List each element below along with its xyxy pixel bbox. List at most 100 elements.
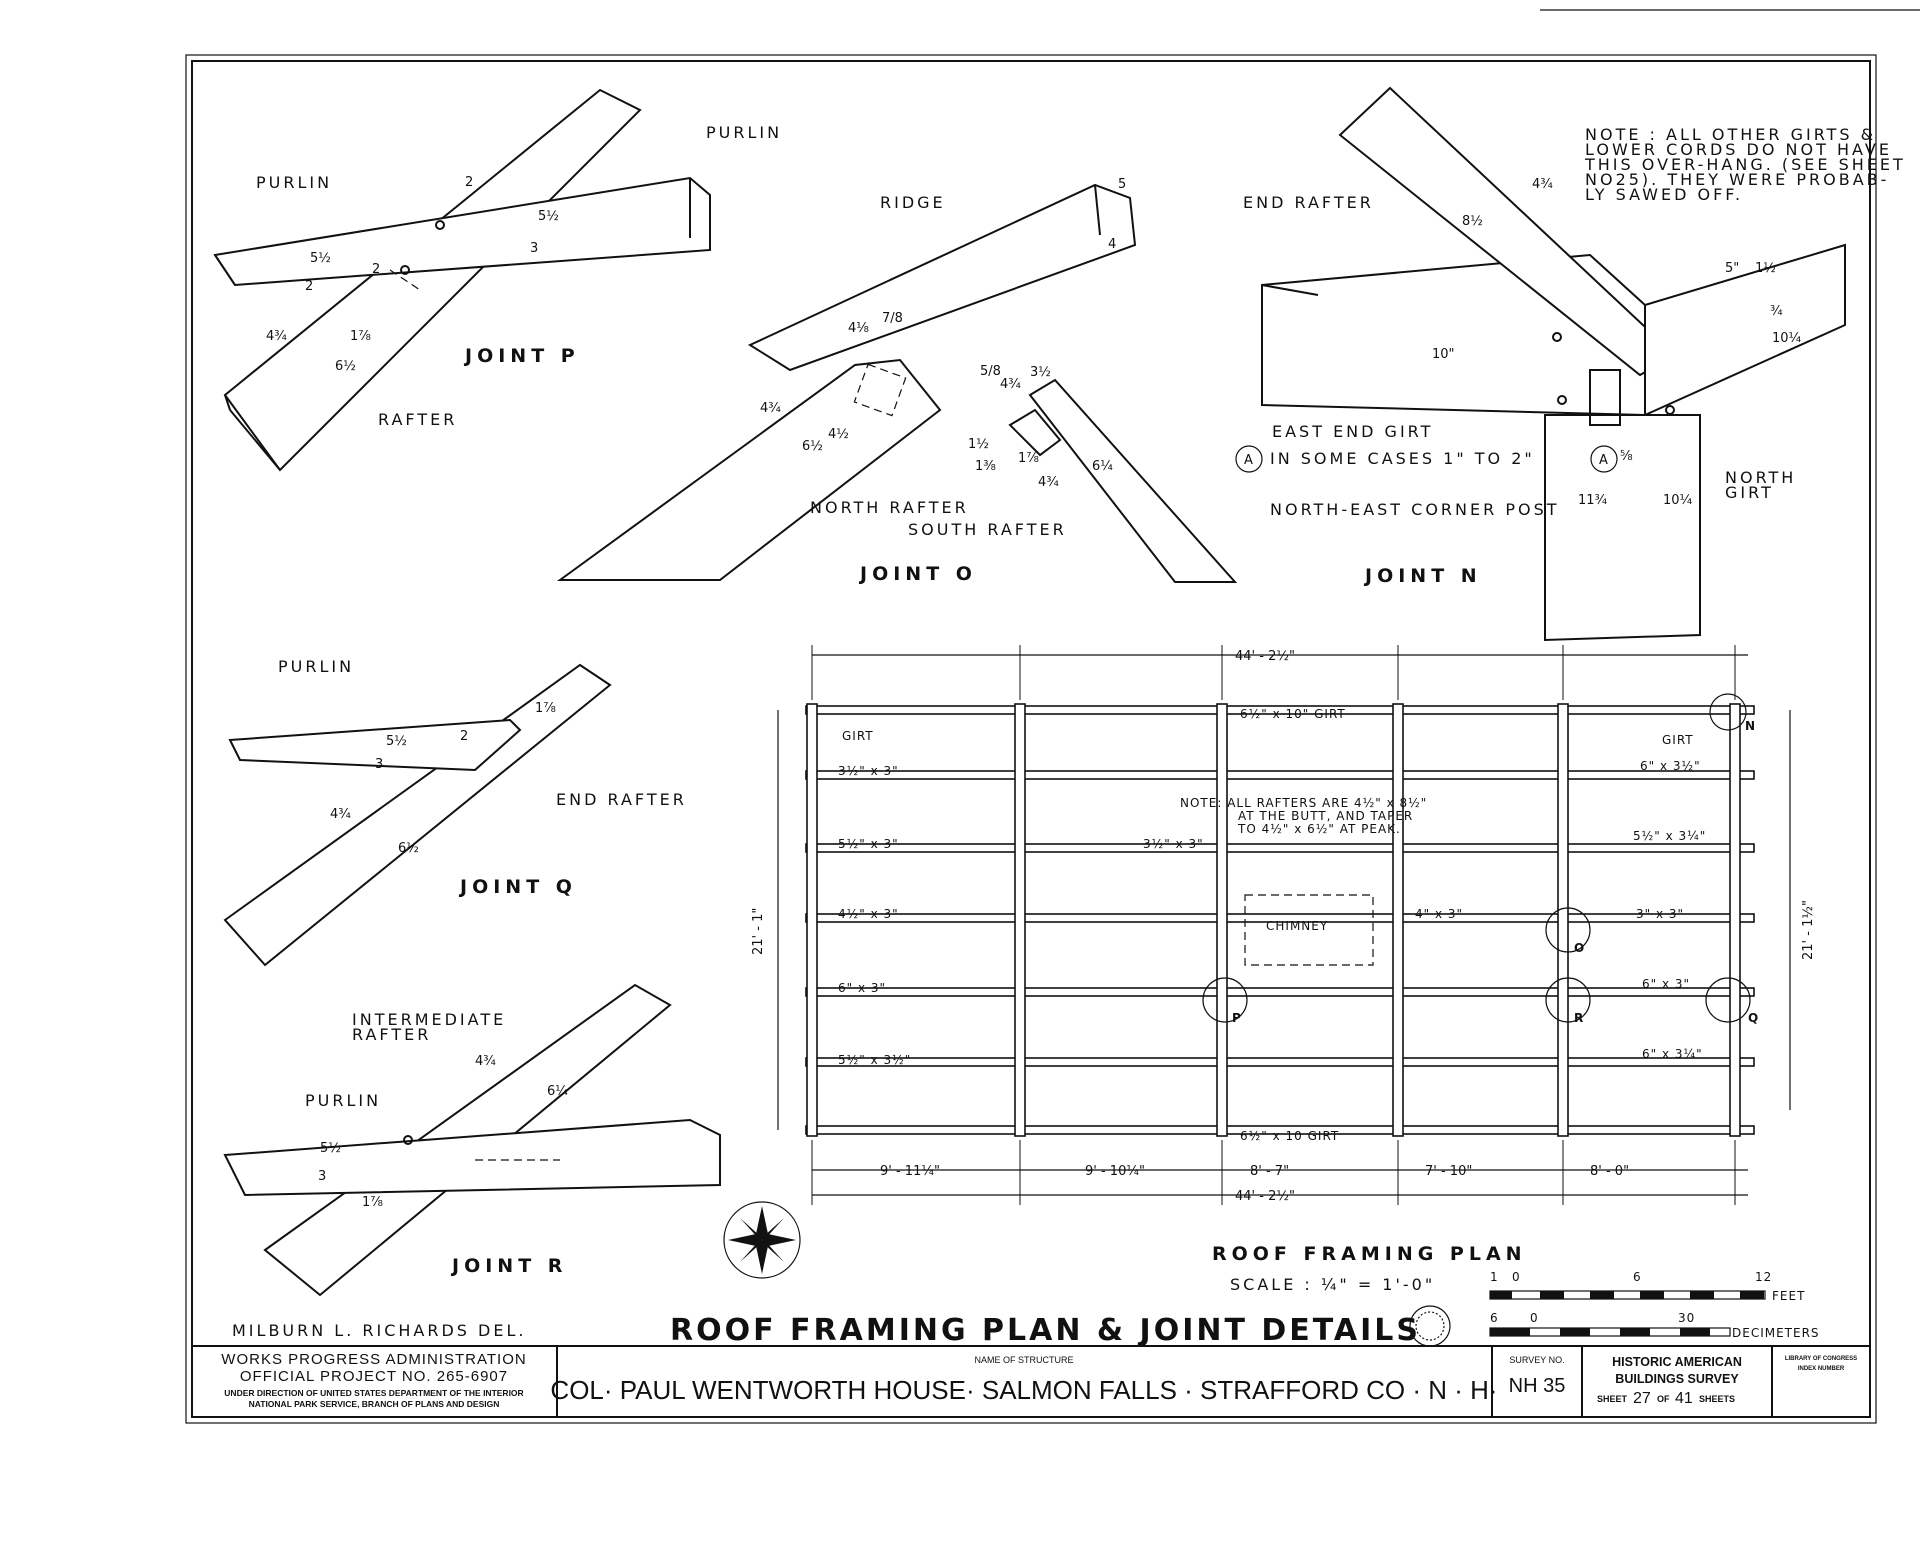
joint-q-end-rafter-label: END RAFTER — [556, 790, 687, 809]
joint-n-dim: 10¼ — [1663, 493, 1693, 508]
joint-o-ridge-label: RIDGE — [880, 193, 946, 212]
joint-n-dim: 4¾ — [1532, 177, 1553, 192]
scale-feet-tick: 0 — [1512, 1270, 1521, 1284]
joint-q-dim: 2 — [460, 729, 468, 744]
joint-p-dim: 3 — [530, 241, 538, 256]
scale-dm-label: DECIMETERS — [1732, 1326, 1820, 1340]
joint-n-dim: 1½ — [1755, 261, 1776, 276]
joint-n-note-a: IN SOME CASES 1" TO 2" — [1270, 449, 1535, 468]
plan-north-label: N — [1745, 719, 1756, 733]
joint-p-rafter-label: RAFTER — [378, 410, 457, 429]
structure-name: COL· PAUL WENTWORTH HOUSE· SALMON FALLS … — [550, 1375, 1497, 1405]
plan-rafter-member — [1216, 703, 1228, 1137]
loc-line-1: LIBRARY OF CONGRESS — [1785, 1356, 1857, 1362]
plan-joint-marker-o-text: O — [1574, 941, 1585, 955]
joint-o-dim: 5 — [1118, 177, 1126, 192]
sheet-total: 41 — [1675, 1390, 1693, 1407]
plan-rafter-member — [1014, 703, 1026, 1137]
joint-n-drawing — [1261, 86, 1846, 642]
joint-p-title: JOINT P — [463, 345, 580, 367]
joint-n-end-rafter-label: END RAFTER — [1243, 193, 1374, 212]
joint-r-dim: 3 — [318, 1169, 326, 1184]
plan-girt-left-label: GIRT — [842, 729, 874, 743]
scale-dm-tick: 0 — [1530, 1311, 1539, 1325]
joint-o-dim: 6½ — [802, 439, 823, 454]
joint-n-dim: ¾ — [1770, 304, 1783, 319]
joint-n-dim: 10¼ — [1772, 331, 1802, 346]
plan-joint-marker-p — [1202, 977, 1248, 1023]
plan-overall-bottom: 44' - 2½" — [1235, 1189, 1295, 1204]
joint-n-dim: ⅝ — [1620, 449, 1633, 464]
joint-o-dim: 1⅜ — [975, 459, 996, 474]
plan-bay-dim: 8' - 7" — [1250, 1164, 1289, 1179]
joint-o-dim: 4½ — [828, 427, 849, 442]
plan-purlin-label: 5½" x 3¼" — [1633, 829, 1706, 843]
joint-r-purlin-label: PURLIN — [305, 1091, 381, 1110]
scale-dm-tick: 30 — [1678, 1311, 1695, 1325]
plan-joint-marker-r — [1545, 977, 1591, 1023]
plan-bay-dim: 8' - 0" — [1590, 1164, 1629, 1179]
plan-joint-marker-p-text: P — [1232, 1011, 1242, 1025]
plan-purlin-member — [805, 1125, 1755, 1135]
joint-o-dim: 6¼ — [1092, 459, 1113, 474]
joint-o-title: JOINT O — [858, 563, 977, 585]
joint-p-dim: 2 — [465, 175, 473, 190]
plan-joint-marker-q — [1705, 977, 1751, 1023]
joint-p-dim: 5½ — [538, 209, 559, 224]
plan-purlin-member — [805, 913, 1755, 923]
joint-n-note: NOTE : ALL OTHER GIRTS & LOWER CORDS DO … — [1584, 125, 1903, 204]
joint-q-dim: 4¾ — [330, 807, 351, 822]
survey-number: NH 35 — [1509, 1375, 1566, 1397]
joint-o-dim: 1⅞ — [1018, 451, 1039, 466]
plan-bay-dim: 9' - 10¼" — [1085, 1164, 1145, 1179]
joint-n-north-girt-label: NORTH — [1725, 468, 1796, 487]
joint-p-dim: 4¾ — [266, 329, 287, 344]
joint-o-drawing — [556, 183, 1238, 583]
joint-n-east-end-girt-label: EAST END GIRT — [1272, 422, 1433, 441]
joint-o-dim: 4 — [1108, 237, 1116, 252]
plan-purlin-label: 6" x 3½" — [1640, 759, 1701, 773]
joint-q-title: JOINT Q — [458, 876, 577, 898]
plan-girt-right-label: GIRT — [1662, 733, 1694, 747]
plan-rafter-member — [1557, 703, 1569, 1137]
plan-chimney-label: CHIMNEY — [1266, 919, 1328, 933]
joint-o-dim: 7/8 — [882, 311, 903, 326]
plan-joint-marker-r-text: R — [1574, 1011, 1584, 1025]
joint-r-intermediate-label: INTERMEDIATE — [352, 1010, 506, 1029]
scale-feet-tick: 1 — [1490, 1270, 1499, 1284]
joint-p-purlin-right-label: PURLIN — [706, 123, 782, 142]
plan-note-line: NOTE: ALL RAFTERS ARE 4½" x 8½" — [1180, 796, 1427, 810]
joint-o-dim: 3½ — [1030, 365, 1051, 380]
joint-r-dim: 6¼ — [547, 1084, 568, 1099]
joint-p-dim: 6½ — [335, 359, 356, 374]
joint-r-dim: 1⅞ — [362, 1195, 383, 1210]
habs-line-1: HISTORIC AMERICAN — [1612, 1355, 1742, 1369]
joint-q-purlin-label: PURLIN — [278, 657, 354, 676]
plan-joint-marker-q-text: Q — [1748, 1011, 1759, 1025]
wpa-line-1: WORKS PROGRESS ADMINISTRATION — [221, 1351, 526, 1368]
wpa-line-2: OFFICIAL PROJECT NO. 265-6907 — [240, 1368, 508, 1385]
plan-scale: SCALE : ¼" = 1'-0" — [1230, 1275, 1435, 1294]
joint-p-dim: 5½ — [310, 251, 331, 266]
plan-purlin-member — [805, 705, 1755, 715]
plan-bay-dim: 7' - 10" — [1425, 1164, 1472, 1179]
sheet-number: 27 — [1633, 1390, 1651, 1407]
joint-n-note-line: NO25). THEY WERE PROBAB- — [1585, 170, 1889, 189]
joint-p-dim: 2 — [305, 279, 313, 294]
plan-overall-top: 44' - 2½" — [1235, 649, 1295, 664]
plan-top-girt-label: 6½" x 10" GIRT — [1240, 707, 1346, 721]
plan-chimney-outline — [1244, 894, 1374, 966]
plan-height-left: 21' - 1" — [751, 908, 766, 955]
joint-p-purlin-left-label: PURLIN — [256, 173, 332, 192]
joint-n-note-line: NOTE : ALL OTHER GIRTS & — [1585, 125, 1876, 144]
joint-r-dim: 5½ — [320, 1141, 341, 1156]
joint-o-dim: 1½ — [968, 437, 989, 452]
sheet-suffix: SHEETS — [1699, 1394, 1735, 1404]
scale-feet-label: FEET — [1772, 1289, 1805, 1303]
scale-feet-tick: 12 — [1755, 1270, 1772, 1284]
plan-purlin-label: 6" x 3¼" — [1642, 1047, 1703, 1061]
joint-o-dim: 4¾ — [760, 401, 781, 416]
joint-n-note-line: LOWER CORDS DO NOT HAVE — [1585, 140, 1892, 159]
joint-q-dim: 5½ — [386, 734, 407, 749]
